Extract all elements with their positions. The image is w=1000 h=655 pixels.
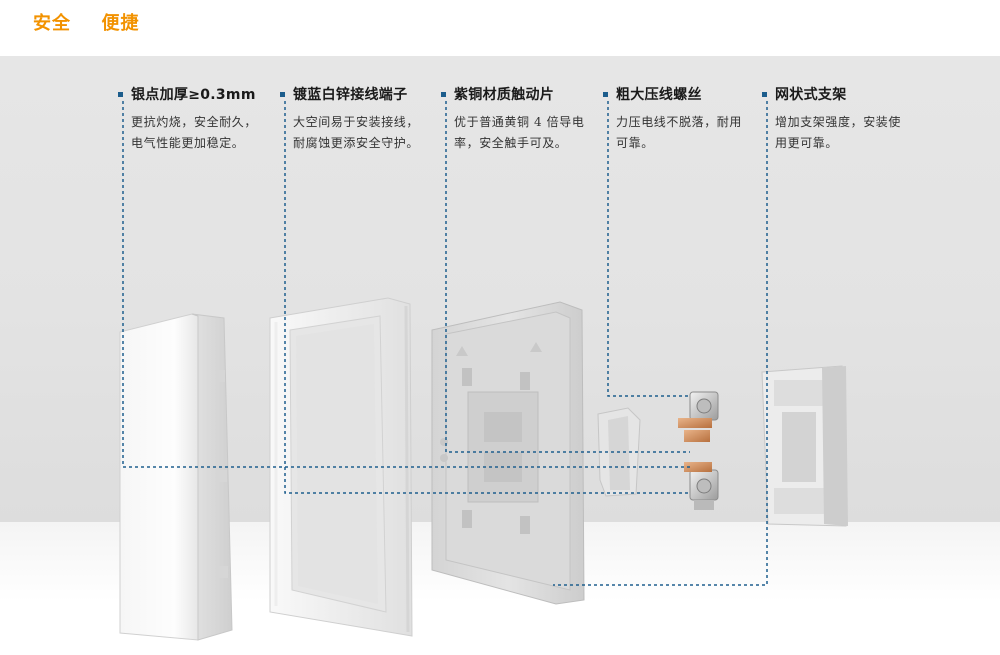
feature-pressure-screw: 粗大压线螺丝 力压电线不脱落，耐用可靠。 (603, 84, 763, 154)
feature-description: 增加支架强度，安装使用更可靠。 (775, 115, 902, 150)
feature-title: 银点加厚≥0.3mm (131, 87, 256, 103)
bullet-marker-icon (441, 91, 446, 97)
feature-description: 力压电线不脱落，耐用可靠。 (616, 115, 743, 150)
feature-title: 镀蓝白锌接线端子 (293, 87, 408, 103)
page-title: 安全 便捷 (33, 13, 140, 34)
feature-zinc-terminal: 镀蓝白锌接线端子 大空间易于安装接线，耐腐蚀更添安全守护。 (280, 84, 440, 154)
bullet-marker-icon (118, 91, 123, 97)
feature-description: 更抗灼烧，安全耐久，电气性能更加稳定。 (131, 115, 258, 150)
stage-floor (0, 522, 1000, 655)
feature-description: 大空间易于安装接线，耐腐蚀更添安全守护。 (293, 115, 420, 150)
feature-description: 优于普通黄铜 4 倍导电率，安全触手可及。 (454, 115, 585, 150)
feature-copper-contact: 紫铜材质触动片 优于普通黄铜 4 倍导电率，安全触手可及。 (441, 84, 601, 154)
bullet-marker-icon (280, 91, 285, 97)
feature-title: 紫铜材质触动片 (454, 87, 555, 103)
feature-mesh-bracket: 网状式支架 增加支架强度，安装使用更可靠。 (762, 84, 922, 154)
feature-title: 粗大压线螺丝 (616, 87, 702, 103)
feature-silver-contact: 银点加厚≥0.3mm 更抗灼烧，安全耐久，电气性能更加稳定。 (118, 84, 278, 154)
feature-title: 网状式支架 (775, 87, 847, 103)
bullet-marker-icon (762, 91, 767, 97)
bullet-marker-icon (603, 91, 608, 97)
